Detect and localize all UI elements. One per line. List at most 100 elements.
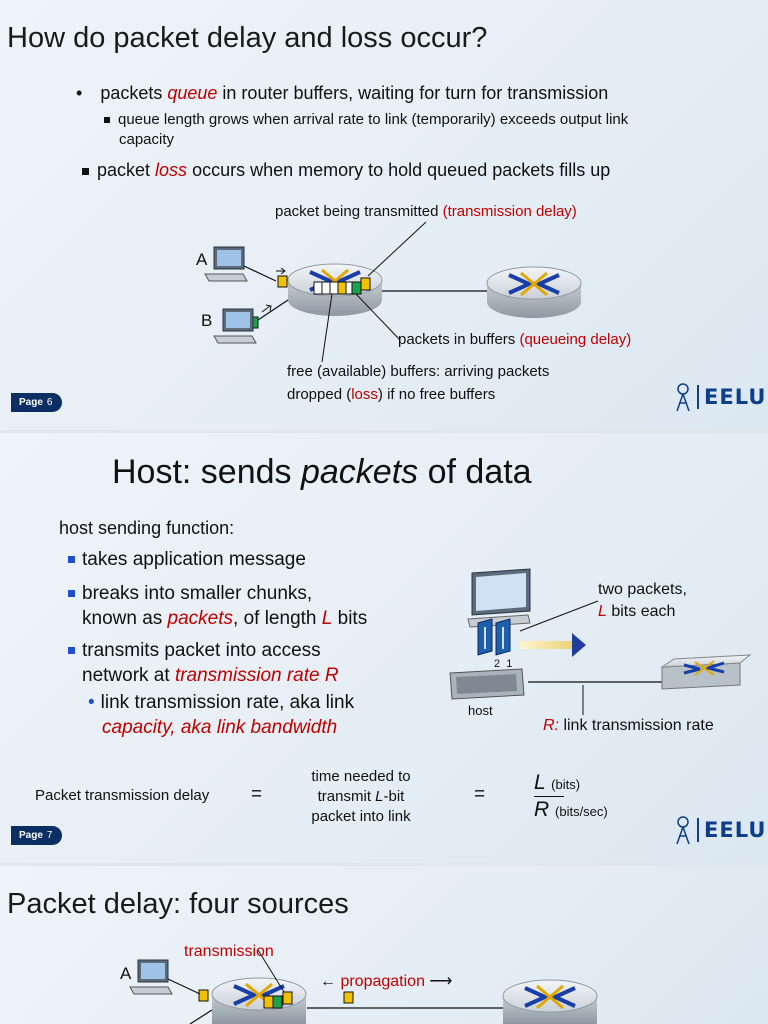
label-text: bits each	[606, 603, 676, 620]
bullet-emphasis: L	[321, 608, 333, 629]
fraction-denominator: R (bits/sec)	[534, 798, 608, 822]
bullet-emphasis: transmission rate R	[174, 665, 339, 686]
formula-text: time needed to	[311, 768, 411, 785]
computer-icon	[467, 568, 531, 628]
bullet-text: , of length	[233, 608, 322, 629]
logo-emblem-icon	[676, 816, 690, 845]
arrow-left-icon: ←	[320, 973, 336, 990]
formula-text: -bit	[383, 788, 405, 805]
denominator-symbol: R	[534, 798, 550, 821]
label-text: two packets,	[598, 581, 687, 598]
fraction-numerator: L (bits)	[534, 771, 608, 795]
eelu-logo: EELU	[673, 381, 766, 413]
host-a-label: A	[196, 250, 208, 269]
logo-text: EELU	[697, 385, 766, 409]
computer-icon	[204, 246, 248, 282]
title-text: Host: sends	[112, 453, 301, 491]
bullet-link-rate: •link transmission rate, aka link capaci…	[88, 692, 355, 738]
host-b-label: B	[201, 311, 213, 330]
slide-8: Packet delay: four sources transmission …	[0, 866, 768, 1024]
label-two-packets: two packets, L bits each	[598, 579, 687, 623]
bullet-text: network at	[82, 665, 175, 686]
packet-numbers: 2 1	[494, 658, 513, 670]
sub-bullet-text: capacity	[119, 131, 175, 148]
label-transmission: transmission	[184, 943, 274, 960]
logo-emblem-icon	[676, 383, 690, 412]
label-emphasis: L	[598, 603, 607, 620]
intro-text: host sending function:	[59, 518, 235, 538]
label-red-text: loss	[351, 386, 378, 403]
bullet-text: transmits packet into access	[82, 640, 321, 661]
formula-equals: =	[251, 784, 263, 805]
label-transmission-delay: packet being transmitted (transmission d…	[275, 203, 577, 220]
propagation-text: propagation	[340, 973, 425, 990]
label-text: packet being transmitted	[275, 203, 443, 220]
slide2-diagram	[449, 568, 752, 715]
bullet-text: breaks into smaller chunks,	[82, 583, 313, 604]
eelu-logo: EELU	[673, 814, 766, 846]
label-link-rate: R: link transmission rate	[543, 717, 714, 735]
denominator-unit: (bits/sec)	[555, 804, 608, 819]
bullet-emphasis: packets	[167, 608, 234, 629]
bullet-loss: packet loss occurs when memory to hold q…	[82, 160, 610, 181]
host-label: host	[468, 703, 493, 718]
label-emphasis: R:	[543, 717, 559, 734]
bullet-text: link transmission rate, aka link	[100, 692, 355, 713]
bullet-emphasis: queue	[167, 83, 218, 103]
page-label: Page	[19, 830, 43, 841]
host-a-label: A	[120, 964, 132, 983]
bullet-text: packets	[100, 83, 168, 103]
label-queueing-delay: packets in buffers (queueing delay)	[398, 331, 631, 348]
sub-bullet-queue-length: queue length grows when arrival rate to …	[104, 110, 628, 150]
numerator-unit: (bits)	[551, 777, 581, 792]
bullet-emphasis: loss	[155, 160, 188, 180]
slide-6: How do packet delay and loss occur? •pac…	[0, 0, 768, 430]
bullet-text: takes application message	[82, 549, 306, 570]
fraction-bar	[534, 796, 564, 797]
label-free-buffers: free (available) buffers: arriving packe…	[287, 360, 549, 406]
numerator-symbol: L	[534, 771, 546, 794]
label-text: ) if no free buffers	[377, 386, 496, 403]
page-label: Page	[19, 397, 43, 408]
packet-queue	[313, 277, 371, 295]
router-icon	[660, 654, 752, 690]
formula-fraction: L (bits) R (bits/sec)	[534, 771, 608, 822]
label-propagation: ← propagation ⟶	[320, 971, 452, 991]
label-text: dropped (	[287, 386, 352, 403]
sub-bullet-text: queue length grows when arrival rate to …	[118, 111, 629, 128]
bullet-message: takes application message	[68, 549, 306, 571]
computer-icon	[213, 308, 257, 344]
router-icon	[502, 979, 598, 1024]
label-text: packets in buffers	[398, 331, 520, 348]
label-red-text: (transmission delay)	[442, 203, 577, 220]
bullet-chunks: breaks into smaller chunks, known as pac…	[68, 581, 367, 631]
formula-emphasis: L	[375, 788, 384, 805]
label-text: link transmission rate	[559, 717, 714, 734]
bullet-transmits: transmits packet into access network at …	[68, 638, 339, 688]
logo-text: EELU	[697, 818, 766, 842]
bullet-text: bits	[332, 608, 368, 629]
page-title: Host: sends packets of data	[112, 453, 532, 492]
bullet-queue: •packets queue in router buffers, waitin…	[76, 83, 609, 103]
page-title: How do packet delay and loss occur?	[7, 22, 488, 54]
formula-text: packet into link	[311, 808, 411, 825]
page-title: Packet delay: four sources	[7, 888, 349, 920]
keyboard-icon	[449, 668, 525, 700]
page-number: 7	[46, 830, 53, 841]
bullet-text: packet	[97, 160, 156, 180]
bullet-text: known as	[82, 608, 168, 629]
arrow-right-icon: ⟶	[429, 973, 453, 990]
page-number: 6	[46, 397, 53, 408]
slide3-diagram	[129, 949, 598, 1024]
bullet-emphasis: capacity, aka link bandwidth	[102, 717, 338, 738]
formula-equals: =	[474, 784, 486, 805]
packets-icon	[477, 618, 511, 656]
label-red-text: (queueing delay)	[519, 331, 632, 348]
title-emphasis: packets	[300, 453, 419, 491]
computer-icon	[129, 959, 173, 995]
formula-text: transmit	[317, 788, 376, 805]
formula-lhs: Packet transmission delay	[35, 787, 210, 804]
packet-queue	[263, 991, 293, 1009]
